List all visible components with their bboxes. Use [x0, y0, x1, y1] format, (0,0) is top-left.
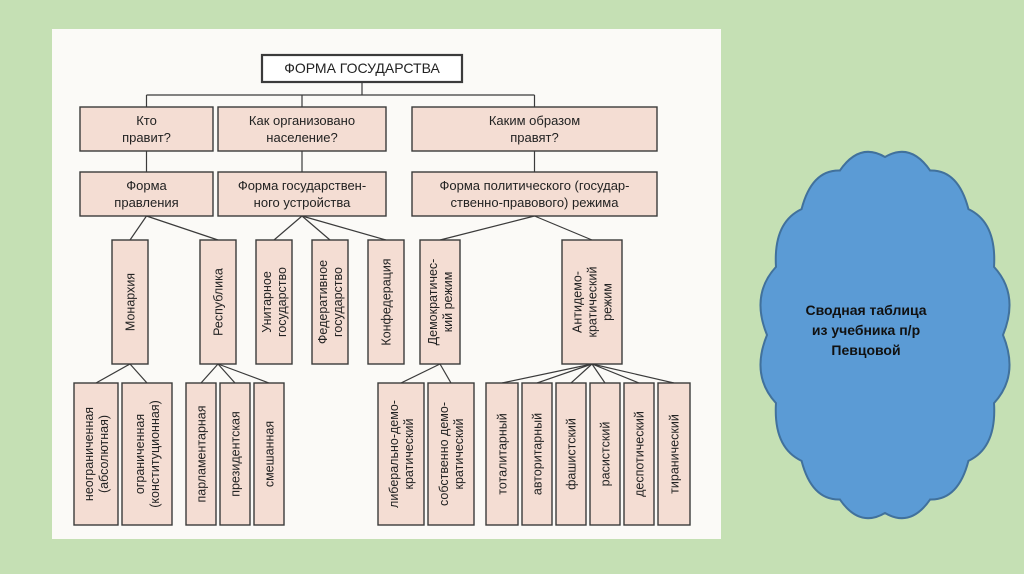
- cloud-caption: Сводная таблица из учебника п/р Певцовой: [766, 300, 966, 360]
- cloud-caption-line: Сводная таблица: [805, 302, 927, 318]
- subtype-box-text: авторитарный: [531, 413, 545, 495]
- cloud-caption-line: из учебника п/р: [811, 322, 921, 338]
- form-box-text: ного устройства: [254, 195, 351, 210]
- form-of-state-diagram: ФОРМА ГОСУДАРСТВА Кто правит? Как организов…: [73, 53, 691, 526]
- subtype-box-text: смешанная: [263, 421, 277, 487]
- question-box: Как организовано население?: [217, 106, 387, 152]
- form-box: Форма правления: [79, 171, 214, 217]
- regime-type-box: Конфедерация: [367, 239, 405, 365]
- form-box: Форма политического (государ-ственно-пра…: [411, 171, 658, 217]
- regime-type-box-text: режим: [601, 283, 615, 321]
- subtype-box: тиранический: [657, 382, 691, 526]
- subtype-box: президентская: [219, 382, 251, 526]
- form-box: Форма государствен-ного устройства: [217, 171, 387, 217]
- subtype-box-text: ограниченная: [133, 414, 147, 494]
- subtype-box-text: (абсолютная): [97, 415, 111, 493]
- question-box-text: правит?: [122, 130, 171, 145]
- subtype-box-text: неограниченная: [82, 407, 96, 501]
- question-box-text: правят?: [510, 130, 558, 145]
- subtype-box: ограниченная(конституционная): [121, 382, 173, 526]
- regime-type-box: Монархия: [111, 239, 149, 365]
- regime-type-box-text: Демократичес-: [426, 259, 440, 346]
- regime-type-box-text: кратический: [586, 267, 600, 338]
- root-box: ФОРМА ГОСУДАРСТВА: [260, 53, 464, 84]
- form-box-text: Форма политического (государ-: [440, 178, 630, 193]
- cloud-caption-line: Певцовой: [831, 342, 901, 358]
- subtype-box: собственно демо-кратический: [427, 382, 475, 526]
- regime-type-box-text: государство: [275, 267, 289, 337]
- subtype-box: неограниченная(абсолютная): [73, 382, 119, 526]
- regime-type-box-text: Монархия: [124, 273, 138, 331]
- subtype-box-text: либерально-демо-: [387, 400, 401, 508]
- regime-type-box: Республика: [199, 239, 237, 365]
- subtype-box: фашистский: [555, 382, 587, 526]
- diagram-card: ФОРМА ГОСУДАРСТВА Кто правит? Как организов…: [52, 29, 721, 539]
- question-box-text: Как организовано: [249, 113, 355, 128]
- subtype-box-text: президентская: [229, 411, 243, 497]
- subtype-box-text: кратический: [452, 419, 466, 490]
- subtype-box: тоталитарный: [485, 382, 519, 526]
- regime-type-box: Демократичес-кий режим: [419, 239, 461, 365]
- form-box-text: Форма: [126, 178, 167, 193]
- regime-type-box-text: кий режим: [441, 272, 455, 333]
- subtype-box-text: тоталитарный: [496, 413, 510, 494]
- subtype-box: деспотический: [623, 382, 655, 526]
- regime-type-box-text: Федеративное: [316, 260, 330, 344]
- subtype-box-text: (конституционная): [148, 400, 162, 507]
- subtype-box: расистский: [589, 382, 621, 526]
- regime-type-box-text: государство: [331, 267, 345, 337]
- regime-type-box-text: Унитарное: [260, 271, 274, 333]
- subtype-box-text: фашистский: [565, 418, 579, 490]
- subtype-box: авторитарный: [521, 382, 553, 526]
- question-box-text: население?: [266, 130, 337, 145]
- question-box-text: Каким образом: [489, 113, 580, 128]
- question-box: Каким образом правят?: [411, 106, 658, 152]
- subtype-box-text: парламентарная: [195, 405, 209, 502]
- subtype-box: либерально-демо-кратический: [377, 382, 425, 526]
- subtype-box-text: тиранический: [668, 414, 682, 494]
- regime-type-box-text: Конфедерация: [380, 258, 394, 345]
- subtype-box-text: собственно демо-: [437, 402, 451, 506]
- subtype-box-text: расистский: [599, 422, 613, 487]
- form-box-text: Форма государствен-: [238, 178, 366, 193]
- subtype-box-text: кратический: [402, 419, 416, 490]
- form-box-text: ственно-правового) режима: [451, 195, 620, 210]
- subtype-box: парламентарная: [185, 382, 217, 526]
- subtype-box-text: деспотический: [633, 411, 647, 497]
- regime-type-box-text: Антидемо-: [571, 271, 585, 333]
- question-box: Кто правит?: [79, 106, 214, 152]
- form-box-text: правления: [114, 195, 178, 210]
- subtype-box: смешанная: [253, 382, 285, 526]
- question-box-text: Кто: [136, 113, 157, 128]
- root-box-text: ФОРМА ГОСУДАРСТВА: [284, 60, 440, 76]
- regime-type-box-text: Республика: [212, 268, 226, 336]
